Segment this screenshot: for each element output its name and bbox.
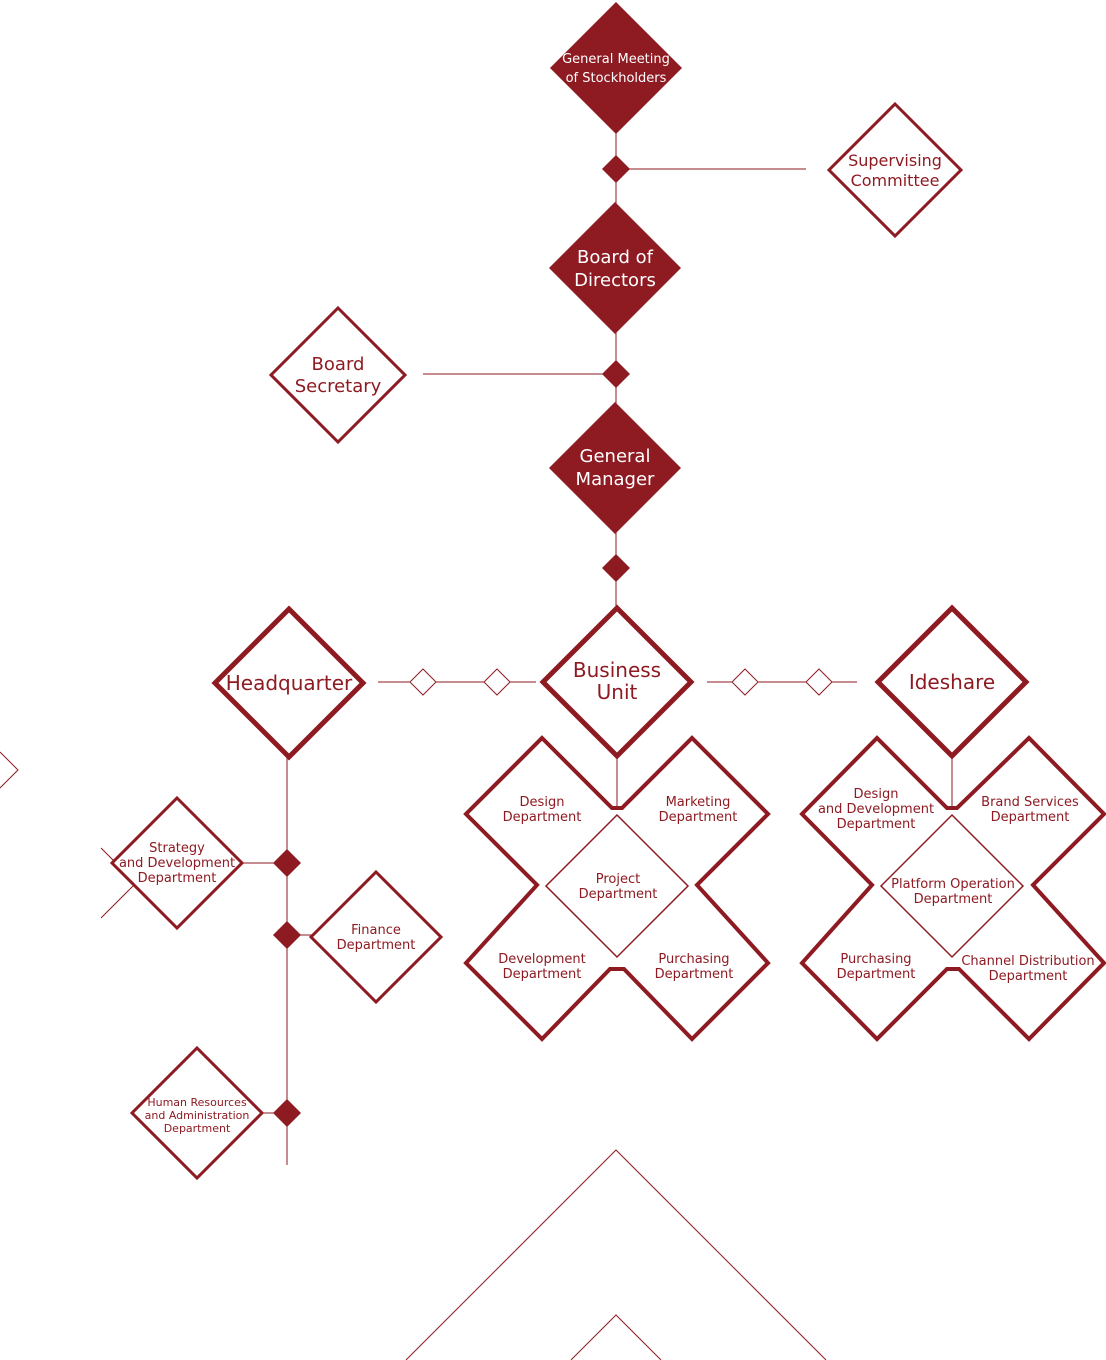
id-platform-label-1: Platform Operation	[891, 877, 1015, 892]
id-brand-label-1: Brand Services	[981, 795, 1079, 810]
secretary-label-2: Secretary	[295, 376, 382, 397]
node-board-of-directors: Board of Directors	[549, 202, 681, 334]
id-brand-label-2: Department	[991, 810, 1070, 825]
node-board-secretary: Board Secretary	[268, 305, 408, 445]
business-unit-departments: Design Department Marketing Department P…	[463, 735, 771, 1042]
ideshare-label: Ideshare	[909, 670, 995, 694]
bu-marketing-label-1: Marketing	[666, 795, 731, 810]
bu-project-label-2: Department	[579, 887, 658, 902]
node-general-manager: General Manager	[549, 402, 681, 534]
business-unit-label-1: Business	[573, 658, 661, 682]
hr-label-1: Human Resources	[147, 1096, 247, 1109]
secretary-label-1: Board	[312, 354, 365, 375]
id-purchasing-label-1: Purchasing	[840, 952, 911, 967]
id-platform-label-2: Department	[914, 892, 993, 907]
shareholders-label-1: General Meeting	[562, 52, 670, 67]
gm-label-1: General	[580, 446, 651, 467]
junction-supervising	[602, 155, 630, 183]
node-ideshare: Ideshare	[874, 604, 1030, 760]
junction-gm	[602, 554, 630, 582]
gm-label-2: Manager	[576, 469, 655, 490]
bu-design-label-1: Design	[520, 795, 565, 810]
node-shareholders: General Meeting of Stockholders	[550, 2, 682, 134]
business-unit-label-2: Unit	[597, 680, 638, 704]
shareholders-label-2: of Stockholders	[566, 71, 667, 86]
bu-purchasing-label-1: Purchasing	[658, 952, 729, 967]
strategy-label-1: Strategy	[149, 841, 205, 856]
junction-hr	[273, 1099, 301, 1127]
node-supervising-committee: Supervising Committee	[826, 101, 964, 239]
hr-label-3: Department	[164, 1122, 231, 1135]
link-diamond-id-2	[805, 668, 833, 696]
junction-strategy	[273, 849, 301, 877]
ideshare-departments: Design and Development Department Brand …	[799, 735, 1106, 1042]
finance-label-1: Finance	[351, 923, 401, 938]
node-strategy-department: Strategy and Development Department	[109, 795, 245, 931]
id-channel-label-2: Department	[989, 969, 1068, 984]
supervising-label-2: Committee	[851, 171, 940, 190]
decorative-chevrons	[0, 751, 827, 1360]
strategy-label-2: and Development	[119, 856, 235, 871]
junction-finance	[273, 921, 301, 949]
board-label-1: Board of	[577, 247, 654, 268]
finance-label-2: Department	[337, 938, 416, 953]
hr-label-2: and Administration	[145, 1109, 250, 1122]
junction-secretary	[602, 360, 630, 388]
headquarter-label: Headquarter	[226, 671, 353, 695]
id-design-label-1: Design	[854, 787, 899, 802]
link-diamond-hq-1	[409, 668, 437, 696]
node-hr-department: Human Resources and Administration Depar…	[129, 1045, 265, 1181]
supervising-label-1: Supervising	[848, 151, 942, 170]
node-headquarter: Headquarter	[211, 605, 367, 761]
id-purchasing-label-2: Department	[837, 967, 916, 982]
id-channel-label-1: Channel Distribution	[961, 954, 1094, 969]
bu-design-label-2: Department	[503, 810, 582, 825]
bu-development-label-2: Department	[503, 967, 582, 982]
node-business-unit: Business Unit	[539, 604, 695, 760]
bu-marketing-label-2: Department	[659, 810, 738, 825]
id-design-label-3: Department	[837, 817, 916, 832]
strategy-label-3: Department	[138, 871, 217, 886]
node-finance-department: Finance Department	[308, 869, 444, 1005]
link-diamond-hq-2	[483, 668, 511, 696]
id-design-label-2: and Development	[818, 802, 934, 817]
board-label-2: Directors	[574, 270, 656, 291]
junction-markers	[273, 155, 833, 1127]
link-diamond-id-1	[731, 668, 759, 696]
bu-development-label-1: Development	[498, 952, 586, 967]
bu-project-label-1: Project	[596, 872, 640, 887]
bu-purchasing-label-2: Department	[655, 967, 734, 982]
